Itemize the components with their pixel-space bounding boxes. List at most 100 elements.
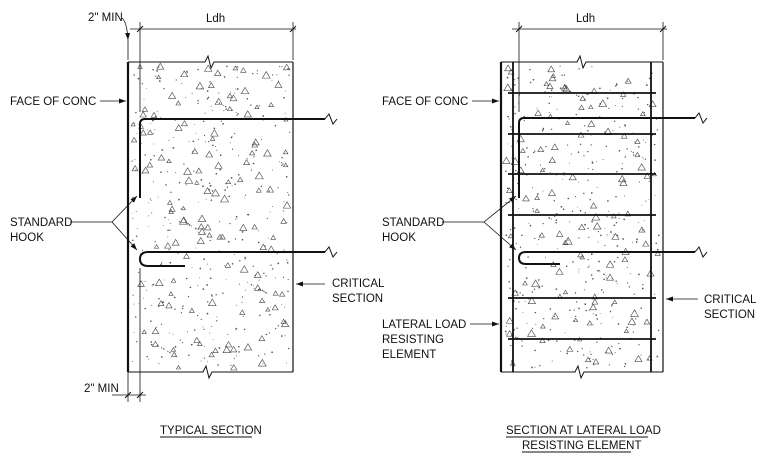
- concrete-aggregate-dot: [587, 179, 589, 181]
- concrete-aggregate-dot: [606, 97, 609, 100]
- concrete-aggregate-dot: [646, 103, 649, 106]
- concrete-aggregate-dot: [587, 168, 589, 169]
- concrete-aggregate-dot: [135, 235, 138, 238]
- concrete-aggregate-dot: [216, 101, 218, 103]
- concrete-aggregate-dot: [540, 323, 546, 329]
- concrete-aggregate-dot: [517, 183, 519, 185]
- concrete-aggregate-dot: [278, 161, 280, 163]
- concrete-aggregate-dot: [282, 163, 284, 165]
- concrete-aggregate-dot: [613, 234, 615, 235]
- concrete-aggregate-dot: [178, 198, 180, 201]
- concrete-aggregate-dot: [574, 292, 577, 294]
- concrete-aggregate-dot: [564, 120, 571, 125]
- concrete-aggregate-dot: [234, 238, 237, 240]
- concrete-aggregate-dot: [529, 81, 532, 84]
- concrete-aggregate-dot: [168, 209, 174, 214]
- concrete-aggregate-dot: [548, 189, 556, 196]
- concrete-aggregate-dot: [233, 358, 235, 360]
- concrete-aggregate-dot: [287, 290, 289, 293]
- concrete-aggregate-dot: [186, 72, 188, 74]
- concrete-aggregate-dot: [218, 249, 220, 251]
- concrete-aggregate-dot: [148, 358, 150, 360]
- concrete-aggregate-dot: [532, 210, 535, 212]
- concrete-aggregate-dot: [224, 340, 233, 348]
- right-top-bar-break: [694, 112, 708, 124]
- concrete-aggregate-dot: [143, 297, 145, 299]
- concrete-aggregate-dot: [586, 320, 593, 326]
- concrete-aggregate-dot: [236, 217, 238, 219]
- concrete-aggregate-dot: [271, 169, 273, 171]
- concrete-aggregate-dot: [180, 312, 183, 314]
- concrete-aggregate-dot: [262, 362, 264, 364]
- concrete-aggregate-dot: [135, 111, 137, 114]
- concrete-aggregate-dot: [197, 68, 199, 71]
- concrete-aggregate-dot: [197, 214, 207, 222]
- concrete-aggregate-dot: [558, 119, 560, 121]
- concrete-aggregate-dot: [161, 149, 164, 151]
- concrete-aggregate-dot: [216, 316, 218, 318]
- concrete-aggregate-dot: [170, 351, 178, 358]
- concrete-aggregate-dot: [227, 241, 230, 243]
- concrete-aggregate-dot: [196, 341, 203, 346]
- concrete-aggregate-dot: [135, 211, 137, 212]
- concrete-aggregate-dot: [573, 319, 575, 322]
- concrete-aggregate-dot: [235, 218, 237, 220]
- concrete-aggregate-dot: [648, 199, 650, 201]
- concrete-aggregate-dot: [271, 74, 274, 76]
- concrete-aggregate-dot: [634, 151, 641, 157]
- concrete-aggregate-dot: [616, 245, 619, 247]
- concrete-aggregate-dot: [633, 325, 635, 326]
- concrete-aggregate-dot: [215, 294, 217, 296]
- concrete-aggregate-dot: [274, 80, 283, 88]
- concrete-aggregate-dot: [173, 147, 175, 149]
- concrete-aggregate-dot: [538, 279, 540, 281]
- concrete-aggregate-dot: [240, 86, 250, 95]
- concrete-aggregate-dot: [141, 106, 149, 112]
- concrete-aggregate-dot: [186, 331, 188, 333]
- concrete-aggregate-dot: [521, 234, 523, 237]
- concrete-aggregate-dot: [623, 365, 626, 368]
- concrete-aggregate-dot: [576, 301, 578, 303]
- concrete-aggregate-dot: [254, 104, 260, 109]
- concrete-aggregate-dot: [148, 226, 149, 227]
- concrete-aggregate-dot: [251, 138, 260, 146]
- concrete-aggregate-dot: [534, 195, 540, 200]
- concrete-aggregate-dot: [621, 105, 624, 107]
- concrete-aggregate-dot: [251, 223, 258, 230]
- concrete-aggregate-dot: [137, 123, 139, 125]
- concrete-aggregate-dot: [510, 88, 512, 90]
- concrete-aggregate-dot: [566, 352, 569, 355]
- concrete-aggregate-dot: [548, 156, 556, 163]
- concrete-aggregate-dot: [243, 159, 251, 166]
- concrete-aggregate-dot: [596, 160, 598, 162]
- concrete-aggregate-dot: [620, 132, 628, 139]
- concrete-aggregate-dot: [197, 99, 199, 102]
- concrete-aggregate-dot: [132, 294, 134, 296]
- concrete-aggregate-dot: [604, 228, 606, 229]
- concrete-aggregate-dot: [231, 263, 234, 265]
- concrete-aggregate-dot: [282, 63, 291, 71]
- concrete-aggregate-dot: [265, 306, 271, 312]
- left-top-hook-bar: [139, 118, 325, 198]
- concrete-aggregate-dot: [145, 289, 147, 291]
- concrete-aggregate-dot: [605, 351, 607, 353]
- concrete-aggregate-dot: [188, 224, 191, 226]
- concrete-aggregate-dot: [178, 221, 181, 223]
- concrete-aggregate-dot: [146, 161, 154, 168]
- concrete-aggregate-dot: [137, 77, 140, 80]
- concrete-aggregate-dot: [597, 231, 600, 233]
- resisting-label: RESISTING: [382, 334, 444, 346]
- concrete-aggregate-dot: [634, 141, 636, 143]
- concrete-aggregate-dot: [218, 347, 221, 349]
- concrete-aggregate-dot: [505, 333, 507, 335]
- concrete-aggregate-dot: [194, 227, 197, 230]
- concrete-aggregate-dot: [548, 112, 550, 113]
- concrete-aggregate-dot: [505, 234, 508, 237]
- concrete-aggregate-dot: [636, 238, 638, 241]
- concrete-aggregate-dot: [224, 262, 232, 268]
- concrete-aggregate-dot: [146, 355, 148, 358]
- concrete-aggregate-dot: [596, 186, 598, 188]
- concrete-aggregate-dot: [164, 242, 172, 249]
- concrete-aggregate-dot: [236, 88, 239, 90]
- concrete-aggregate-dot: [553, 199, 556, 202]
